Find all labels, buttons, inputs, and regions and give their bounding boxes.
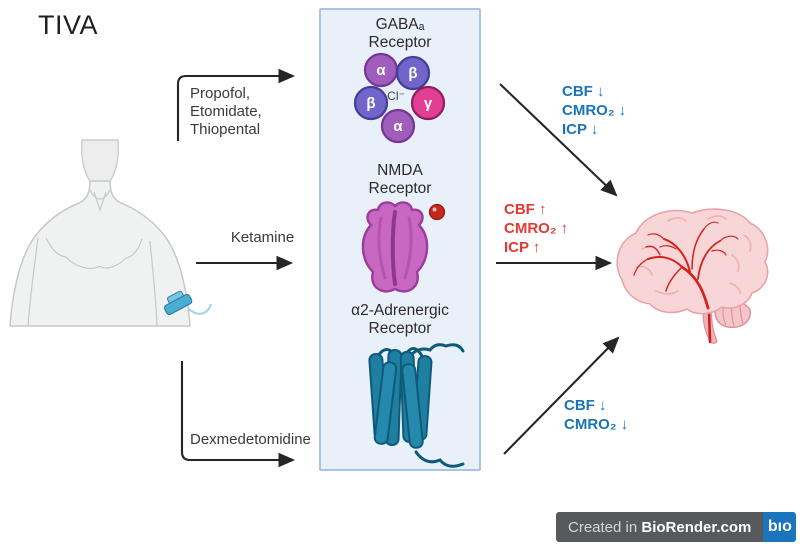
effect-line: CMRO₂ ↓	[564, 416, 629, 433]
gaba-receptor-title: GABAₐ Receptor	[321, 16, 479, 52]
torso-contours	[27, 189, 158, 327]
ketamine-label: Ketamine	[230, 229, 295, 246]
subunit-label: β	[408, 65, 417, 82]
biorender-logo-icon: bıo	[763, 512, 797, 542]
badge-text: Created in BioRender.com	[556, 512, 764, 542]
gaba-receptor-illustration: α β β γ α Cl⁻	[353, 52, 446, 144]
subunit-label: γ	[424, 95, 433, 112]
subunit-label: α	[376, 62, 386, 79]
nmda-effects-text: CBF ↑ CMRO₂ ↑ ICP ↑	[504, 200, 568, 257]
patient-torso-illustration	[9, 139, 213, 327]
badge-prefix: Created in	[568, 518, 642, 536]
effect-line: ICP ↓	[562, 121, 599, 138]
ligand-highlight	[432, 207, 437, 212]
drug-line: Etomidate,	[190, 103, 262, 120]
torso-shape	[9, 180, 191, 327]
beta-subunit	[395, 55, 431, 91]
chloride-channel-label: Cl⁻	[387, 89, 405, 103]
beta-subunit	[353, 85, 389, 121]
effect-line: CMRO₂ ↑	[504, 220, 569, 237]
ligand-molecule-icon	[428, 203, 446, 221]
effect-line: CBF ↑	[504, 201, 547, 218]
alpha2-receptor-title: α2-Adrenergic Receptor	[321, 302, 479, 338]
alpha2-receptor-illustration	[368, 343, 465, 468]
brain-illustration	[616, 208, 769, 344]
nmda-channel	[377, 210, 413, 286]
subunit-labels: α β β γ α	[366, 62, 432, 135]
cerebral-arteries	[633, 221, 739, 310]
biorender-badge: Created in BioRender.com bıo	[556, 512, 797, 542]
page-title: TIVA	[38, 10, 99, 40]
effect-line: CBF ↓	[562, 83, 605, 100]
gaba-effects-text: CBF ↓ CMRO₂ ↓ ICP ↓	[562, 82, 626, 139]
gaba-title-line2: Receptor	[368, 34, 432, 51]
brainstem-artery	[707, 309, 712, 344]
transmembrane-helices	[368, 349, 433, 449]
nmda-receptor-title: NMDA Receptor	[321, 162, 479, 198]
receptor-panel: GABAₐ Receptor α β β γ α Cl⁻ NMDA Re	[319, 8, 481, 471]
gaba-subunits	[353, 52, 446, 144]
gamma-subunit	[410, 85, 446, 121]
badge-brand: BioRender.com	[641, 518, 752, 536]
effect-line: CBF ↓	[564, 397, 607, 414]
drug-line: Thiopental	[190, 121, 261, 138]
gaba-agonists-label: Propofol, Etomidate, Thiopental	[190, 85, 262, 139]
drug-line: Propofol,	[190, 85, 251, 102]
effect-line: CMRO₂ ↓	[562, 102, 627, 119]
iv-catheter-icon	[163, 290, 213, 315]
nmda-receptor-illustration	[361, 201, 446, 293]
effect-line: ICP ↑	[504, 239, 541, 256]
alpha2-title-line2: Receptor	[368, 320, 432, 337]
gaba-title-line1: GABAₐ	[375, 16, 425, 33]
nmda-title-line2: Receptor	[368, 180, 432, 197]
alpha2-title-line1: α2-Adrenergic	[351, 302, 449, 319]
subunit-label: α	[393, 118, 403, 135]
nmda-title-line1: NMDA	[377, 162, 423, 179]
alpha2-effects-text: CBF ↓ CMRO₂ ↓	[564, 396, 628, 434]
dexmedetomidine-label: Dexmedetomidine	[190, 431, 311, 448]
subunit-label: β	[366, 95, 375, 112]
alpha-subunit	[380, 108, 416, 144]
